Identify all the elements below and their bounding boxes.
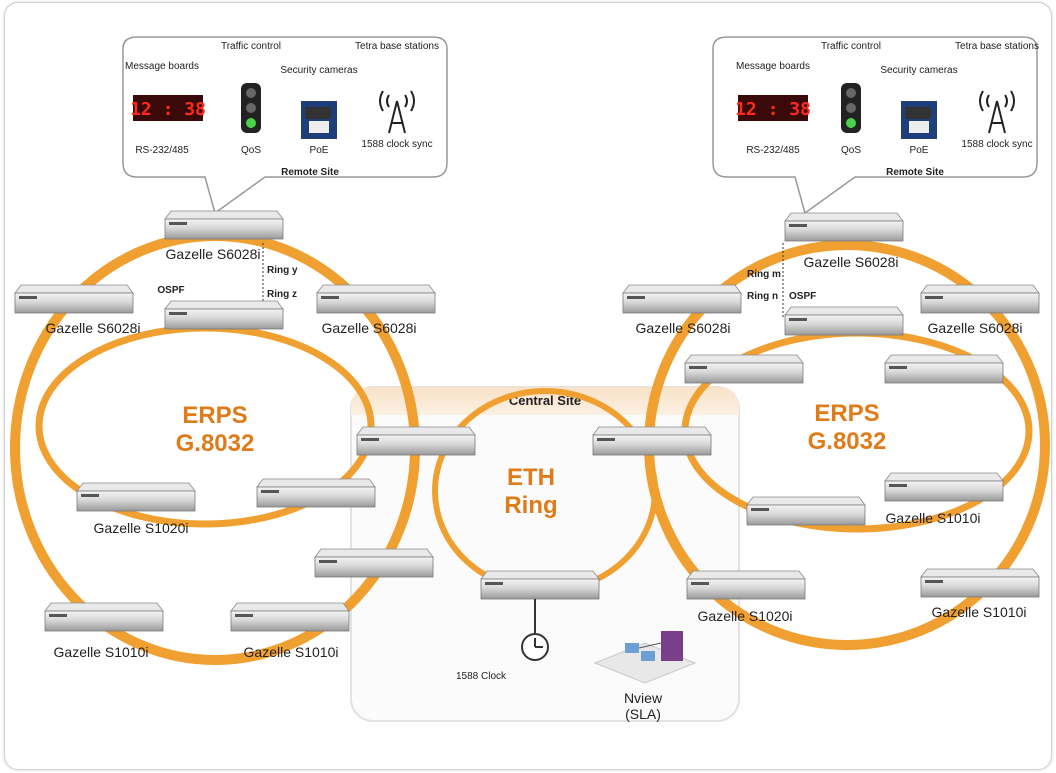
security-cameras-label: Security cameras [280,65,357,76]
tetra-label: Tetra base stations [955,41,1039,52]
left-right-switch [316,284,436,314]
led-display [133,95,203,121]
left-right-switch-label: Gazelle S6028i [322,320,417,336]
left-ospf-label: OSPF [157,285,184,296]
right-s1010-lower-label: Gazelle S1010i [932,604,1027,620]
clock-sync-label: 1588 clock sync [961,139,1032,150]
nview-sla-label: (SLA) [625,706,661,722]
traffic-light-icon [241,83,261,133]
right-top-switch-label: Gazelle S6028i [804,254,899,270]
right-top-switch [784,212,904,242]
central-right-switch [592,426,712,456]
nview-label: Nview [624,690,663,706]
antenna-icon [979,90,1015,134]
right-left-switch [622,284,742,314]
right-right-switch [920,284,1040,314]
right-upper-left-switch [684,354,804,384]
switches-layer [14,210,1040,632]
left-erps-label: ERPS [182,402,247,429]
left-ring-a-label: Ring y [267,265,298,276]
left-remote-site-callout: Message boards 12 : 38 RS-232/485 Traffi… [122,36,448,215]
right-ospf-label: OSPF [789,291,816,302]
right-ring-a-label: Ring m [747,269,781,280]
eth-label: ETH [507,464,555,491]
nview-icon [593,631,697,684]
right-s1010-upper-switch [884,472,1004,502]
qos-label: QoS [241,145,261,156]
left-bottom-right-switch [230,602,350,632]
right-s1010-upper-label: Gazelle S1010i [886,510,981,526]
rs-label: RS-232/485 [746,145,800,156]
right-s1020-label: Gazelle S1020i [698,608,793,624]
left-ospf-switch [164,300,284,330]
tetra-label: Tetra base stations [355,41,439,52]
message-boards-label: Message boards [736,61,810,72]
diagram-frame: Central Site Message boards 12 : 38 RS-2… [4,2,1052,770]
right-ospf-switch [784,306,904,336]
clock-icon [521,633,549,661]
right-ring-b-label: Ring n [747,291,778,302]
remote-site-label: Remote Site [281,167,339,178]
central-bottom-switch [480,570,600,600]
clock-label: 1588 Clock [456,671,507,682]
traffic-control-label: Traffic control [821,41,881,52]
antenna-icon [379,90,415,134]
right-s1020-switch [686,570,806,600]
right-g8032-label: G.8032 [808,428,887,455]
right-s1010-lower-switch [920,568,1040,598]
right-remote-site-callout: Message boards 12 : 38 RS-232/485 Traffi… [712,36,1039,215]
right-upper-right-switch [884,354,1004,384]
left-top-switch-label: Gazelle S6028i [166,246,261,262]
central-site-title: Central Site [509,393,581,408]
right-erps-label: ERPS [814,400,879,427]
security-cameras-label: Security cameras [880,65,957,76]
traffic-light-icon [841,83,861,133]
message-boards-label: Message boards [125,61,199,72]
led-display-text: 12 : 38 [735,99,811,120]
left-left-switch [14,284,134,314]
qos-label: QoS [841,145,861,156]
right-right-switch-label: Gazelle S6028i [928,320,1023,336]
security-camera-icon [301,101,337,139]
central-left-switch [356,426,476,456]
led-display-text: 12 : 38 [130,99,206,120]
left-inner-switch-label: Gazelle S1020i [94,520,189,536]
left-bottom-left-label: Gazelle S1010i [54,644,149,660]
clock-sync-label: 1588 clock sync [361,139,432,150]
left-inner-right-switch [256,478,376,508]
led-display [738,95,808,121]
left-ring-b-label: Ring z [267,289,297,300]
network-diagram: Central Site Message boards 12 : 38 RS-2… [10,36,1050,722]
eth-ring-label: Ring [504,492,557,519]
left-bottom-left-switch [44,602,164,632]
left-lower-switch [314,548,434,578]
poe-label: PoE [910,145,929,156]
rs-label: RS-232/485 [135,145,189,156]
left-left-switch-label: Gazelle S6028i [46,320,141,336]
left-inner-switch [76,482,196,512]
left-g8032-label: G.8032 [176,430,255,457]
traffic-control-label: Traffic control [221,41,281,52]
right-left-switch-label: Gazelle S6028i [636,320,731,336]
left-bottom-right-label: Gazelle S1010i [244,644,339,660]
left-top-switch [164,210,284,240]
poe-label: PoE [310,145,329,156]
central-site-box: Central Site [350,386,740,722]
right-mid-switch [746,496,866,526]
security-camera-icon [901,101,937,139]
remote-site-label: Remote Site [886,167,944,178]
